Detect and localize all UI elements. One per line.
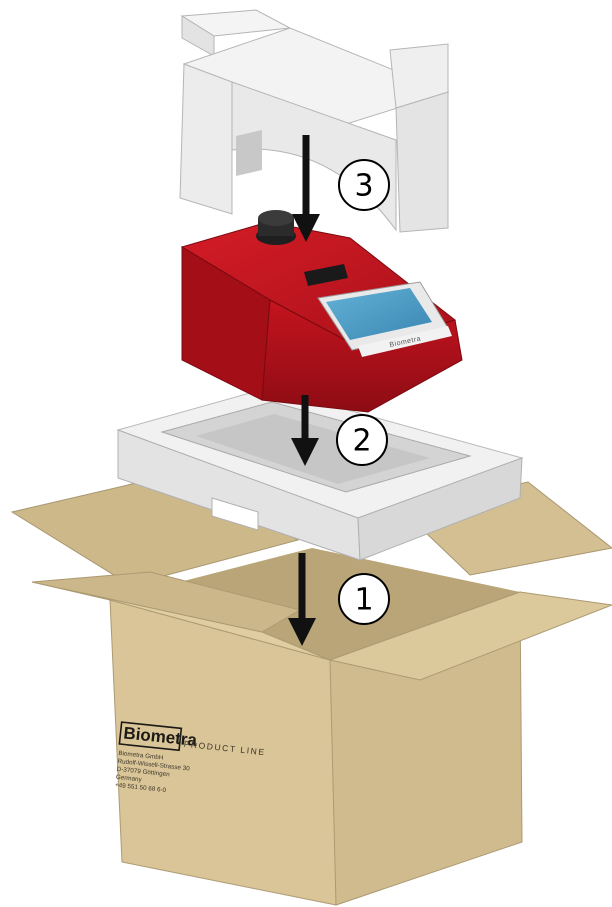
step-3-number: 3 <box>354 169 373 204</box>
top-foam-recess <box>236 130 262 176</box>
top-foam-insert <box>180 10 448 232</box>
step-2-label: 2 <box>337 415 387 465</box>
top-foam-right-leg <box>396 92 448 232</box>
step-1-label: 1 <box>339 574 389 624</box>
thermocycler-device: Biometra <box>182 210 462 412</box>
step-1-number: 1 <box>354 583 373 618</box>
top-foam-left-leg <box>180 64 232 214</box>
step-2-number: 2 <box>352 424 371 459</box>
step-3-label: 3 <box>339 160 389 210</box>
lid-knob-top <box>258 210 294 226</box>
